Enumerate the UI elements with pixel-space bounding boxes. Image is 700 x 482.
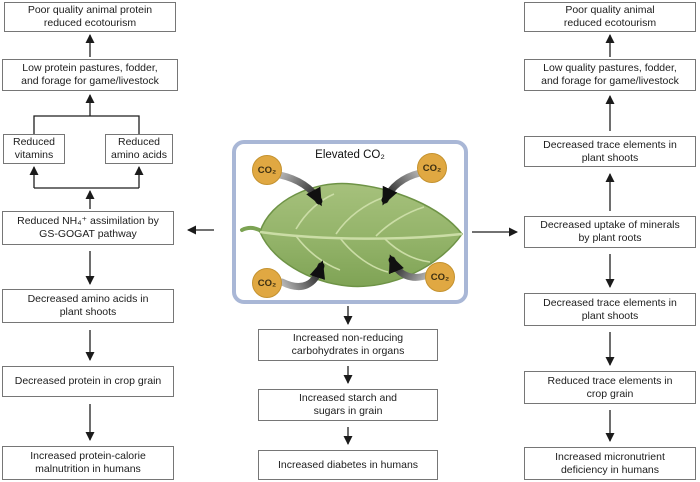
co2-arrow-top-right xyxy=(381,169,424,206)
box-nonreducing-carbohydrates: Increased non-reducing carbohydrates in … xyxy=(258,329,438,361)
box-starch-sugars-grain: Increased starch and sugars in grain xyxy=(258,389,438,421)
co2-circle-top-right: CO₂ xyxy=(417,153,447,183)
box-reduced-nh4-assimilation: Reduced NH₄⁺ assimilation by GS-GOGAT pa… xyxy=(2,211,174,245)
box-low-protein-pastures: Low protein pastures, fodder, and forage… xyxy=(2,59,178,91)
box-reduced-vitamins: Reduced vitamins xyxy=(3,134,65,164)
elevated-co2-panel: Elevated CO₂ CO₂ CO₂ CO₂ CO₂ xyxy=(232,140,468,304)
box-decreased-trace-elements-shoots-upper: Decreased trace elements in plant shoots xyxy=(524,136,696,167)
connector-merge-vitamins-aminoacids xyxy=(33,115,140,134)
box-decreased-uptake-minerals: Decreased uptake of minerals by plant ro… xyxy=(524,216,696,248)
co2-circle-bottom-right: CO₂ xyxy=(425,262,455,292)
box-decreased-amino-acids-shoots: Decreased amino acids in plant shoots xyxy=(2,289,174,323)
box-decreased-protein-crop-grain: Decreased protein in crop grain xyxy=(2,366,174,397)
box-protein-calorie-malnutrition: Increased protein-calorie malnutrition i… xyxy=(2,446,174,480)
box-low-quality-pastures: Low quality pastures, fodder, and forage… xyxy=(524,59,696,91)
box-reduced-amino-acids: Reduced amino acids xyxy=(105,134,173,164)
box-poor-quality-animal-protein: Poor quality animal protein reduced ecot… xyxy=(4,2,176,32)
co2-circle-top-left: CO₂ xyxy=(252,155,282,185)
co2-circle-bottom-left: CO₂ xyxy=(252,268,282,298)
co2-intake-arrows xyxy=(276,169,432,290)
co2-arrow-bottom-left xyxy=(278,260,326,290)
box-increased-diabetes: Increased diabetes in humans xyxy=(258,450,438,480)
leaf-illustration xyxy=(240,169,463,290)
box-increased-micronutrient-deficiency: Increased micronutrient deficiency in hu… xyxy=(524,447,696,480)
co2-arrow-bottom-right xyxy=(388,254,432,281)
co2-label: CO₂ xyxy=(257,277,277,289)
box-decreased-trace-elements-shoots-lower: Decreased trace elements in plant shoots xyxy=(524,293,696,326)
box-poor-quality-animal: Poor quality animal reduced ecotourism xyxy=(524,2,696,32)
co2-arrow-top-left xyxy=(276,171,323,207)
leaf-veins xyxy=(259,193,463,273)
co2-label: CO₂ xyxy=(257,164,277,176)
co2-label: CO₂ xyxy=(430,271,450,283)
co2-label: CO₂ xyxy=(422,162,442,174)
panel-title: Elevated CO₂ xyxy=(315,149,385,161)
box-reduced-trace-elements-crop-grain: Reduced trace elements in crop grain xyxy=(524,371,696,404)
